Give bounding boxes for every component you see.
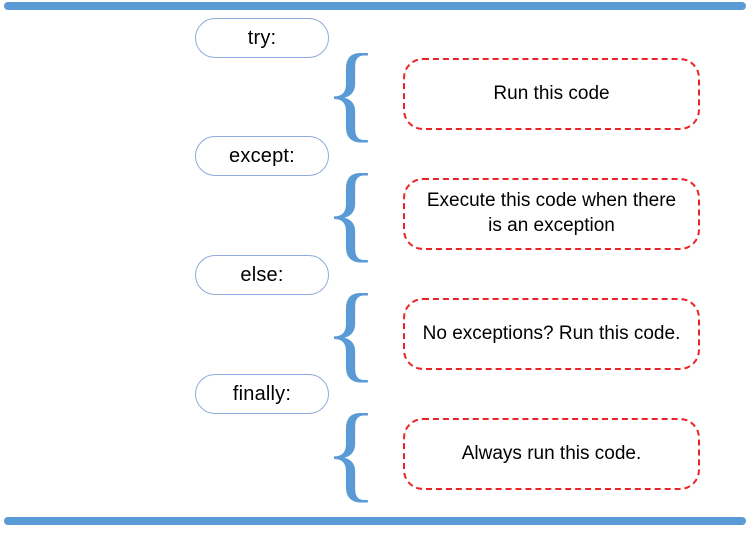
keyword-pill-else[interactable]: else:: [195, 255, 329, 295]
curly-brace-icon-finally: {: [323, 393, 379, 513]
curly-brace-icon-except: {: [323, 153, 379, 273]
curly-brace-icon-try: {: [323, 33, 379, 153]
keyword-pill-except-label: except:: [229, 144, 295, 167]
keyword-pill-finally[interactable]: finally:: [195, 374, 329, 414]
bottom-accent-bar: [4, 517, 746, 525]
top-accent-bar: [4, 2, 746, 10]
keyword-pill-try[interactable]: try:: [195, 18, 329, 58]
code-box-else-text: No exceptions? Run this code.: [422, 322, 681, 344]
code-box-except: Execute this code when there is an excep…: [403, 178, 700, 250]
code-box-finally: Always run this code.: [403, 418, 700, 490]
code-box-try: Run this code: [403, 58, 700, 130]
code-box-finally-text: Always run this code.: [461, 442, 642, 464]
keyword-pill-finally-label: finally:: [232, 382, 292, 405]
code-box-except-text: Execute this code when there is an excep…: [426, 190, 677, 236]
keyword-pill-else-label: else:: [240, 263, 284, 286]
keyword-pill-try-label: try:: [247, 26, 277, 49]
keyword-pill-except[interactable]: except:: [195, 136, 329, 176]
curly-brace-icon-else: {: [323, 273, 379, 393]
code-box-try-text: Run this code: [493, 82, 610, 104]
code-box-else: No exceptions? Run this code.: [403, 298, 700, 370]
